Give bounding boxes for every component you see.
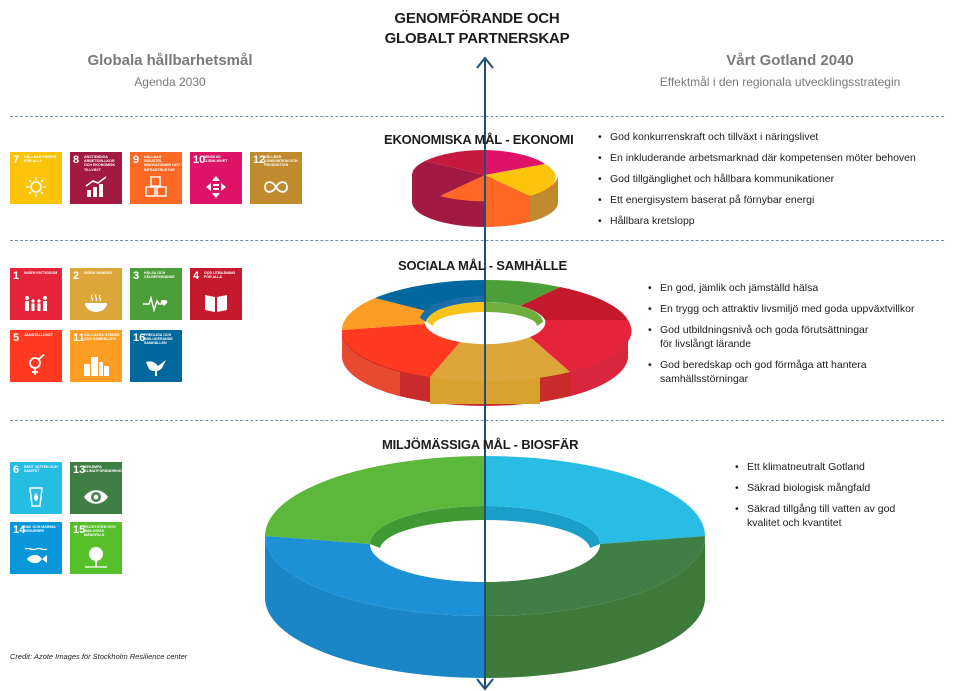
economy-goals-list: God konkurrenskraft och tillväxt i närin… bbox=[598, 130, 948, 235]
biosphere-top-upper-left bbox=[265, 456, 485, 544]
sdg-tile-8: 8 Anständiga arbetsvillkor och ekonomisk… bbox=[70, 152, 122, 204]
society-side bbox=[342, 330, 628, 406]
biosphere-side-right bbox=[485, 536, 705, 678]
sdg-tile-16: 16 Fredliga och inkluderande samhällen bbox=[130, 330, 182, 382]
biosphere-top-lower-right bbox=[485, 536, 705, 616]
sdg-tile-13: 13 Bekämpa klimatförändringarna bbox=[70, 462, 122, 514]
society-slice-7 bbox=[375, 279, 485, 312]
society-side-left bbox=[341, 330, 400, 396]
society-slice-6 bbox=[341, 298, 430, 330]
sdg-tile-9: 9 Hållbar industri, innovationer och inf… bbox=[130, 152, 182, 204]
list-item: Säkrad biologisk mångfald bbox=[735, 481, 910, 495]
list-item: God konkurrenskraft och tillväxt i närin… bbox=[598, 130, 948, 144]
list-item: Ett energisystem baserat på förnybar ene… bbox=[598, 193, 948, 207]
sdg-tile-10: 10 Minskad ojämlikhet bbox=[190, 152, 242, 204]
economy-slice-yellow bbox=[485, 164, 556, 196]
right-subtitle: Effektmål i den regionala utvecklingsstr… bbox=[659, 75, 901, 89]
economy-slice-red bbox=[425, 150, 485, 175]
book-icon bbox=[205, 295, 227, 312]
society-slice-3 bbox=[530, 320, 632, 372]
gender-icon bbox=[29, 354, 45, 375]
diagram-title: GENOMFÖRANDE OCH GLOBALT PARTNERSKAP bbox=[327, 9, 627, 49]
list-item: En god, jämlik och jämställd hälsa bbox=[648, 281, 948, 295]
diagram-title-line2: GLOBALT PARTNERSKAP bbox=[384, 30, 570, 47]
left-title: Globala hållbarhetsmål bbox=[87, 52, 253, 69]
city-icon bbox=[84, 357, 109, 376]
sdg-tile-5: 5 Jämställdhet bbox=[10, 330, 62, 382]
list-item: God tillgänglighet och hållbara kommunik… bbox=[598, 172, 948, 186]
economy-cake bbox=[411, 150, 559, 227]
list-item: Hållbara kretslopp bbox=[598, 214, 948, 228]
sdg-tile-6: 6 Rent vatten och sanitet bbox=[10, 462, 62, 514]
biosphere-top-upper-right bbox=[485, 456, 705, 544]
economy-slice-pink bbox=[485, 150, 545, 175]
image-credit: Credit: Azote Images för Stockholm Resil… bbox=[10, 652, 188, 661]
economy-heading: EKONOMISKA MÅL - EKONOMI bbox=[384, 132, 574, 147]
heartbeat-icon bbox=[143, 295, 168, 313]
society-inner-wall-green bbox=[485, 302, 543, 326]
sdg-tile-3: 3 Hälsa och välbefinnande bbox=[130, 268, 182, 320]
dove-icon bbox=[146, 360, 166, 376]
sdg-tile-12: 12 Hållbar konsumtion och produktion bbox=[250, 152, 302, 204]
diagram-title-line1: GENOMFÖRANDE OCH bbox=[394, 10, 560, 27]
society-heading: SOCIALA MÅL - SAMHÄLLE bbox=[398, 258, 567, 273]
biosphere-heading: MILJÖMÄSSIGA MÅL - BIOSFÄR bbox=[382, 437, 579, 452]
list-item: Ett klimatneutralt Gotland bbox=[735, 460, 910, 474]
society-slice-5 bbox=[341, 324, 460, 377]
biosphere-side-left bbox=[265, 536, 485, 678]
society-goals-list: En god, jämlik och jämställd hälsa En tr… bbox=[648, 281, 948, 393]
sdg-tile-15: 15 Ekosystem och biologisk mångfald bbox=[70, 522, 122, 574]
society-inner-wall bbox=[420, 295, 485, 322]
partnership-axis bbox=[476, 56, 494, 691]
biosphere-goals-list: Ett klimatneutralt Gotland Säkrad biolog… bbox=[735, 460, 910, 537]
right-title: Vårt Gotland 2040 bbox=[726, 52, 854, 69]
sdg-tile-4: 4 God utbildning för alla bbox=[190, 268, 242, 320]
sdg-tile-7: 7 Hållbar energi för alla bbox=[10, 152, 62, 204]
economy-side-right bbox=[530, 175, 559, 222]
growth-chart-icon bbox=[85, 176, 107, 197]
list-item: En trygg och attraktiv livsmiljö med god… bbox=[648, 302, 948, 316]
list-item: Säkrad tillgång till vatten av god kvali… bbox=[735, 502, 910, 530]
infinity-icon bbox=[264, 181, 288, 193]
list-item: God utbildningsnivå och goda förutsättni… bbox=[648, 323, 875, 351]
list-item: God beredskap och god förmåga att hanter… bbox=[648, 358, 875, 386]
divider-middle bbox=[10, 240, 944, 241]
society-slice-2 bbox=[520, 287, 628, 320]
society-ring bbox=[341, 279, 632, 406]
sdg-tile-14: 14 Hav och marina resurser bbox=[10, 522, 62, 574]
biosphere-inner-wall-left bbox=[370, 506, 485, 548]
family-icon bbox=[25, 296, 47, 311]
sdg-tile-2: 2 Ingen hunger bbox=[70, 268, 122, 320]
biosphere-inner-wall-right bbox=[485, 506, 600, 548]
society-side-right bbox=[570, 330, 629, 396]
society-slice-1 bbox=[485, 279, 560, 306]
divider-top bbox=[10, 116, 944, 117]
sdg-tile-11: 11 Hållbara städer och samhällen bbox=[70, 330, 122, 382]
list-item: En inkluderande arbetsmarknad där kompet… bbox=[598, 151, 948, 165]
biosphere-top-lower-left bbox=[265, 536, 485, 616]
society-inner-wall-yellow bbox=[427, 302, 485, 326]
water-drop-icon bbox=[29, 487, 43, 507]
bowl-icon bbox=[85, 293, 107, 312]
biosphere-ring bbox=[265, 456, 705, 678]
tree-icon bbox=[85, 547, 107, 568]
fish-icon bbox=[24, 547, 48, 564]
axis-arrow-down bbox=[476, 678, 494, 691]
sun-icon bbox=[26, 177, 46, 197]
divider-bottom bbox=[10, 420, 944, 421]
sdg-tile-1: 1 Ingen fattigdom bbox=[10, 268, 62, 320]
eye-globe-icon bbox=[84, 490, 108, 504]
economy-slice-maroon bbox=[411, 161, 485, 196]
left-subtitle: Agenda 2030 bbox=[134, 75, 206, 89]
society-slice-4 bbox=[430, 337, 570, 382]
economy-side-left bbox=[412, 175, 485, 227]
equality-arrows-icon bbox=[206, 176, 226, 198]
axis-arrow-up bbox=[476, 56, 494, 69]
cubes-icon bbox=[145, 176, 167, 197]
